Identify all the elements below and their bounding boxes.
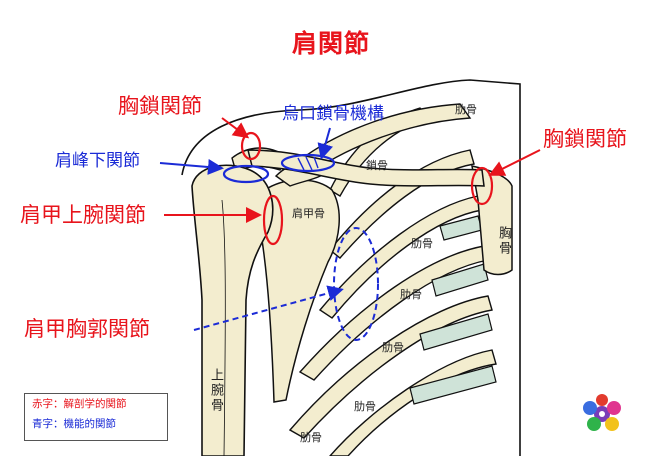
scapulothoracic-ring <box>333 227 379 341</box>
humerus <box>191 164 274 456</box>
humerus-line <box>221 199 226 456</box>
bone-label-humerus: 上腕骨 <box>208 368 223 413</box>
bone-label-rib-5: 肋骨 <box>354 400 376 413</box>
bone-label-rib-2: 肋骨 <box>411 237 433 250</box>
sternoclavicular-joint-right-ring <box>470 166 494 206</box>
coracoclavicular-ligament <box>297 156 319 171</box>
arrow-sc-right <box>488 149 541 176</box>
legend-box: 赤字：解剖学的関節 青字：機能的関節 <box>24 393 168 441</box>
subacromial-joint-ring <box>222 164 270 184</box>
bone-label-rib-6: 肋骨 <box>300 431 322 444</box>
body-outline <box>181 79 521 456</box>
legend-red-text: 赤字：解剖学的関節 <box>32 398 127 410</box>
label-sternoclavicular-left: 胸鎖関節 <box>118 94 202 118</box>
label-coracoclavicular: 烏口鎖骨機構 <box>282 104 384 124</box>
clinic-logo <box>556 372 648 444</box>
glenohumeral-joint-ring <box>262 194 284 246</box>
arrow-subacromial <box>159 159 224 175</box>
page-title: 肩関節 <box>291 29 370 58</box>
arrow-coracoclavicular <box>317 127 333 160</box>
arrow-sc-left <box>221 117 250 139</box>
scapula <box>261 179 340 403</box>
bone-label-scapula: 肩甲骨 <box>292 207 325 220</box>
label-glenohumeral: 肩甲上腕関節 <box>20 203 146 227</box>
label-subacromial: 肩峰下関節 <box>55 151 140 171</box>
first-rib <box>298 103 472 173</box>
label-sternoclavicular-right: 胸鎖関節 <box>543 127 627 151</box>
coracoclavicular-ring <box>280 153 336 173</box>
costal-cartilage <box>409 215 497 405</box>
bone-label-rib-4: 肋骨 <box>382 341 404 354</box>
bone-label-rib-1: 肋骨 <box>455 103 477 116</box>
legend-blue-text: 青字：機能的関節 <box>32 417 116 430</box>
flower-logo-icon <box>583 394 621 431</box>
bone-label-sternum: 胸骨 <box>496 226 511 256</box>
sternoclavicular-joint-left-ring <box>240 131 262 161</box>
bone-label-rib-3: 肋骨 <box>400 288 422 301</box>
label-scapulothoracic: 肩甲胸郭関節 <box>24 317 150 341</box>
bone-label-clavicle: 鎖骨 <box>366 159 388 172</box>
arrow-scapulothoracic <box>193 285 344 331</box>
